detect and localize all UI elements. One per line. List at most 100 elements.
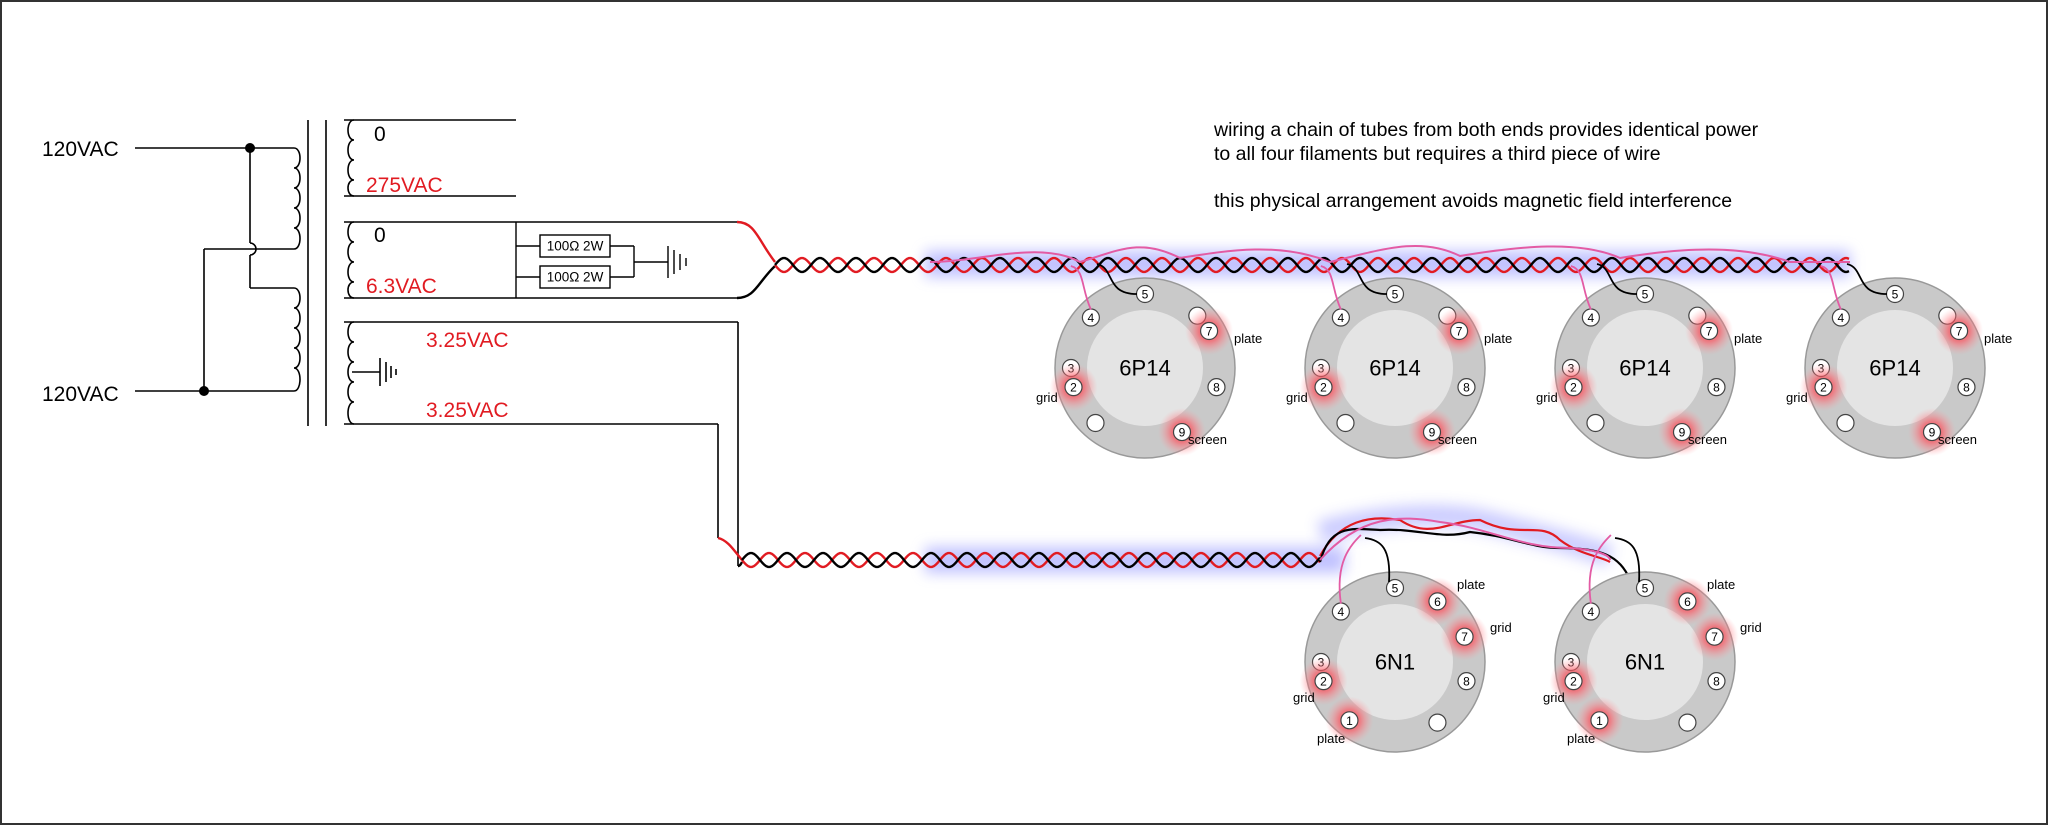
tube-socket: 34578926P14plategridscreen (1036, 277, 1262, 459)
pin-label: grid (1543, 690, 1565, 705)
lead-pin4 (1820, 265, 1842, 310)
pin-number: 2 (1570, 675, 1577, 689)
pin (1957, 378, 1976, 397)
pin-number: 4 (1338, 311, 1345, 325)
pin-number: 5 (1642, 288, 1649, 302)
pin-number: 8 (1463, 675, 1470, 689)
resistor-1-label: 100Ω 2W (547, 239, 604, 254)
pin-label: screen (1688, 432, 1727, 447)
pin-number: 2 (1320, 381, 1327, 395)
pin-number: 2 (1570, 381, 1577, 395)
pin-label: plate (1707, 577, 1735, 592)
pin-number: 5 (1392, 582, 1399, 596)
empty-pin (1586, 413, 1605, 433)
pin-label: plate (1984, 331, 2012, 346)
resistor-1 (539, 234, 611, 258)
lead-pin5 (1096, 263, 1138, 295)
tube-name: 6P14 (1119, 356, 1170, 381)
pin-number: 9 (1679, 426, 1686, 440)
socket-center (1337, 310, 1453, 426)
pin-number: 8 (1713, 675, 1720, 689)
socket-center (1587, 310, 1703, 426)
twisted-hot-top (774, 256, 1850, 274)
pin-number: 5 (1892, 288, 1899, 302)
tube-name: 6P14 (1369, 356, 1420, 381)
pin-number: 2 (1820, 381, 1827, 395)
resistor-network (515, 222, 687, 298)
pin-number: 4 (1588, 605, 1595, 619)
pin-label: grid (1036, 390, 1058, 405)
heater-neutral-lead (736, 265, 776, 300)
pin (1707, 672, 1726, 691)
primary-wiring (135, 147, 294, 392)
pin-number: 7 (1461, 630, 1468, 644)
pin-number: 1 (1596, 714, 1603, 728)
pin (1457, 378, 1476, 397)
pin-number: 7 (1956, 325, 1963, 339)
pin-label: plate (1234, 331, 1262, 346)
pin-number: 2 (1070, 381, 1077, 395)
socket-center (1087, 310, 1203, 426)
empty-pin (1836, 413, 1855, 433)
pin (1422, 422, 1442, 442)
lead-pin5 (1614, 537, 1641, 583)
empty-pin (1336, 413, 1355, 433)
pin-number: 9 (1929, 426, 1936, 440)
pin-number: 4 (1338, 605, 1345, 619)
lead-pin5 (1364, 537, 1391, 583)
pin (1340, 711, 1359, 730)
pin (1457, 672, 1476, 691)
pin-number: 4 (1088, 311, 1095, 325)
resistor-2-label: 100Ω 2W (547, 270, 604, 285)
pin-number: 8 (1463, 381, 1470, 395)
split-hot-lead (717, 536, 743, 561)
pin (1449, 321, 1469, 341)
filament-leads (1070, 263, 1888, 604)
pin (1564, 672, 1583, 691)
pin-number: 8 (1713, 381, 1720, 395)
pin (1428, 592, 1447, 611)
lead-pin4 (1070, 265, 1092, 310)
pin-number: 5 (1642, 582, 1649, 596)
twisted-hot-bottom-tail (1319, 517, 1611, 563)
pin-number: 5 (1142, 288, 1149, 302)
pin-label: screen (1938, 432, 1977, 447)
pin-label: grid (1293, 690, 1315, 705)
pin (1385, 578, 1405, 598)
pin-number: 7 (1706, 325, 1713, 339)
pin (1314, 378, 1333, 397)
empty-pin (1086, 413, 1105, 433)
tube-socket: 34578926P14plategridscreen (1536, 277, 1762, 459)
pin-label: grid (1786, 390, 1808, 405)
hv-tap-top: 0 (374, 123, 386, 146)
note-line-1: wiring a chain of tubes from both ends p… (1213, 119, 1759, 141)
heater-tap-top: 0 (374, 224, 386, 247)
socket-center (1587, 604, 1703, 720)
twisted-pairs (717, 220, 1850, 581)
socket-center (1837, 310, 1953, 426)
pin-label: screen (1438, 432, 1477, 447)
heater-tap-bottom: 6.3VAC (366, 275, 437, 298)
socket-center (1337, 604, 1453, 720)
pin-label: plate (1457, 577, 1485, 592)
pin-number: 7 (1206, 325, 1213, 339)
pin-number: 5 (1392, 288, 1399, 302)
pin-label: plate (1567, 731, 1595, 746)
pin-number: 2 (1320, 675, 1327, 689)
pin-number: 7 (1456, 325, 1463, 339)
tube-socket: 34578926P14plategridscreen (1286, 277, 1512, 459)
tube-name: 6N1 (1625, 650, 1665, 675)
pin (1705, 627, 1724, 646)
tube-name: 6N1 (1375, 650, 1415, 675)
pin (1922, 422, 1942, 442)
lead-pin4 (1588, 534, 1612, 604)
lead-pin4 (1570, 265, 1592, 310)
pin-number: 9 (1179, 426, 1186, 440)
pin (1699, 321, 1719, 341)
twisted-neutral-bottom (741, 551, 1321, 569)
pin (1678, 592, 1697, 611)
junction-dot (199, 386, 209, 396)
